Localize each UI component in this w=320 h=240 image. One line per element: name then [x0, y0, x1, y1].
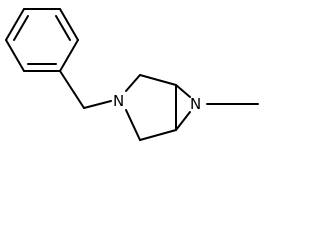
bond-ring-to-ch2	[59, 70, 85, 109]
bond-benzene-4	[59, 39, 79, 72]
double-bond-inner-1	[13, 15, 29, 41]
bond-c2-to-c1	[139, 74, 177, 86]
atom-label-n-aziridine: N	[190, 95, 201, 113]
bond-c1-to-n6	[175, 84, 191, 98]
molecule-structure-drawing: N N	[5, 8, 259, 141]
pyrrolidine-ring	[125, 74, 177, 141]
bond-c4-to-c5	[139, 129, 177, 141]
structure-canvas: N N	[0, 0, 264, 144]
bond-c5-to-n6	[175, 111, 191, 131]
atom-label-n-pyrrolidine: N	[113, 92, 124, 110]
double-bond-inner-2	[55, 15, 71, 41]
bond-ch2-to-n	[83, 100, 112, 109]
bond-benzene-1	[5, 8, 25, 41]
bond-n-to-c4	[125, 109, 141, 141]
bond-benzene-6	[5, 39, 25, 72]
bond-benzene-3	[59, 8, 79, 41]
bond-n-to-c2	[125, 74, 141, 92]
aziridine-ring	[175, 84, 191, 131]
benzene-ring	[5, 8, 79, 72]
